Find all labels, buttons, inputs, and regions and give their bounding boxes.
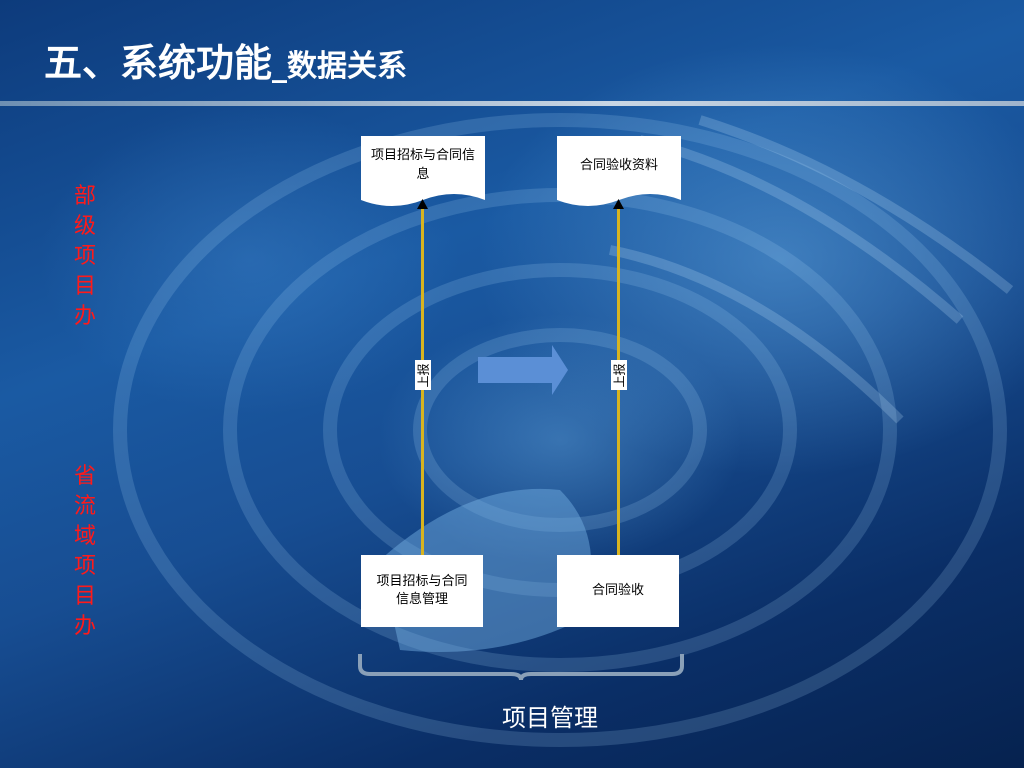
level-label-province: 省流域项目办 (73, 464, 96, 639)
document-label: 项目招标与合同信息 (370, 148, 475, 182)
arrowhead-up-icon (417, 199, 428, 209)
document-acceptance-materials: 合同验收资料 (557, 136, 681, 214)
process-contract-acceptance: 合同验收 (557, 555, 679, 627)
title-main: 五、系统功能 (44, 41, 273, 85)
page-title: 五、系统功能_数据关系 (44, 44, 407, 82)
document-bidding-contract-info: 项目招标与合同信息 (361, 136, 485, 214)
arrowhead-up-icon (613, 199, 624, 209)
report-label-right: 上报 (611, 360, 627, 390)
report-label-left: 上报 (415, 360, 431, 390)
group-brace (358, 654, 684, 681)
header-divider (0, 101, 1024, 106)
level-label-ministry: 部级项目办 (73, 184, 96, 329)
document-label: 合同验收资料 (579, 158, 658, 173)
flow-right-arrow-icon (478, 345, 568, 395)
process-bidding-contract-management: 项目招标与合同信息管理 (361, 555, 483, 627)
group-label: 项目管理 (502, 704, 598, 732)
title-sub: _数据关系 (272, 49, 408, 84)
